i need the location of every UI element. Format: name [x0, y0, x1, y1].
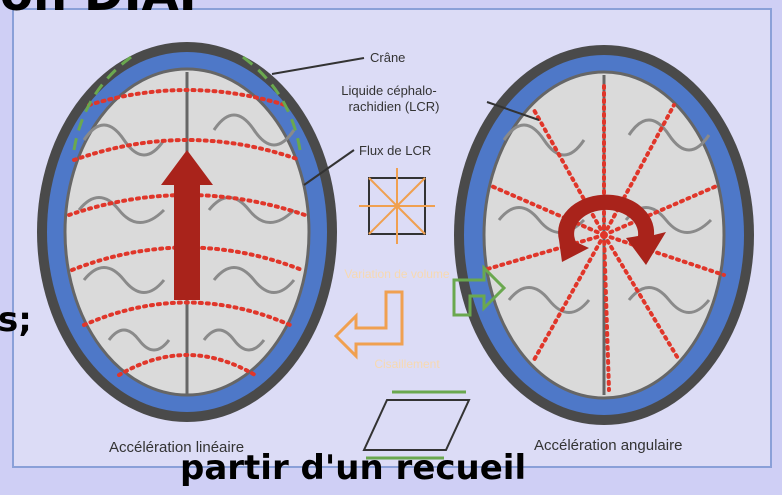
slide-title-fragment: on DIAI: [0, 0, 197, 22]
orange-volume-arrow-icon: [336, 292, 402, 356]
label-lcr-line2: rachidien (LCR): [348, 99, 439, 114]
label-flux: Flux de LCR: [359, 143, 431, 158]
label-crane: Crâne: [370, 50, 405, 65]
right-head: [454, 45, 754, 425]
left-head: [37, 42, 337, 422]
label-cisaillement: Cisaillement: [374, 357, 440, 371]
volume-variation-icon: [359, 168, 435, 244]
brain-acceleration-diagram: Crâne Liquide céphalo- rachidien (LCR) F…: [14, 10, 770, 466]
slide-left-fragment: s;: [0, 300, 32, 340]
figure-panel: Crâne Liquide céphalo- rachidien (LCR) F…: [12, 8, 772, 468]
slide-bottom-fragment: partir d'un recueil: [180, 448, 526, 488]
caption-right: Accélération angulaire: [534, 437, 682, 454]
label-variation: Variation de volume: [344, 267, 449, 281]
label-lcr-line1: Liquide céphalo-: [341, 83, 436, 98]
